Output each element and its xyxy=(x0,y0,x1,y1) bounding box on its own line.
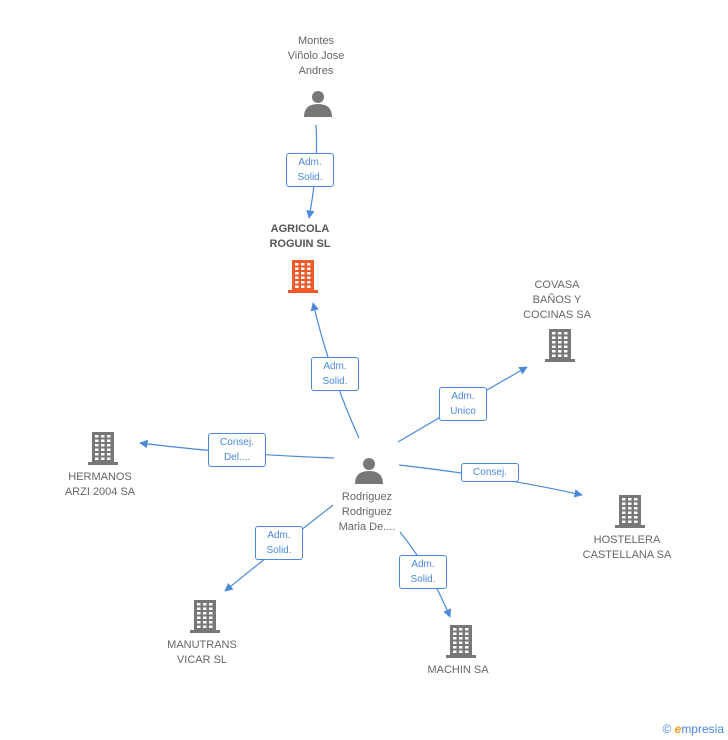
edge-label-rodriguez-to-manutrans[interactable]: Adm. Solid. xyxy=(255,526,303,560)
node-label-hostelera[interactable]: HOSTELERA CASTELLANA SA xyxy=(582,534,672,561)
machin-building-icon[interactable] xyxy=(446,625,476,658)
node-label-rodriguez[interactable]: Rodriguez Rodriguez Maria De.... xyxy=(338,491,396,533)
node-label-manutrans[interactable]: MANUTRANS VICAR SL xyxy=(167,639,237,666)
manutrans-building-icon[interactable] xyxy=(190,600,220,633)
edge-label-rodriguez-to-agricola[interactable]: Adm. Solid. xyxy=(311,357,359,391)
rodriguez-person-icon[interactable] xyxy=(355,458,383,484)
footer-brand: © empresia xyxy=(662,722,724,736)
node-label-covasa[interactable]: COVASA BAÑOS Y COCINAS SA xyxy=(523,279,591,321)
agricola-building-icon[interactable] xyxy=(288,260,318,293)
edge-label-rodriguez-to-hermanos[interactable]: Consej. Del.... xyxy=(208,433,266,467)
montes-person-icon[interactable] xyxy=(304,91,332,117)
edge-label-rodriguez-to-covasa[interactable]: Adm. Unico xyxy=(439,387,487,421)
edge-label-montes-to-agricola[interactable]: Adm. Solid. xyxy=(286,153,334,187)
edge-label-rodriguez-to-hostelera[interactable]: Consej. xyxy=(461,463,519,482)
node-label-agricola[interactable]: AGRICOLA ROGUIN SL xyxy=(269,223,331,250)
node-label-hermanos[interactable]: HERMANOS ARZI 2004 SA xyxy=(64,471,136,498)
hermanos-building-icon[interactable] xyxy=(88,432,118,465)
copyright-symbol: © xyxy=(662,722,672,736)
node-label-montes[interactable]: Montes Viñolo Jose Andres xyxy=(287,35,345,77)
empresia-logo-text: mpresia xyxy=(681,722,724,736)
hostelera-building-icon[interactable] xyxy=(615,495,645,528)
edge-label-rodriguez-to-machin[interactable]: Adm. Solid. xyxy=(399,555,447,589)
node-label-machin[interactable]: MACHIN SA xyxy=(427,664,489,676)
covasa-building-icon[interactable] xyxy=(545,329,575,362)
empresia-logo-e: e xyxy=(674,722,682,736)
